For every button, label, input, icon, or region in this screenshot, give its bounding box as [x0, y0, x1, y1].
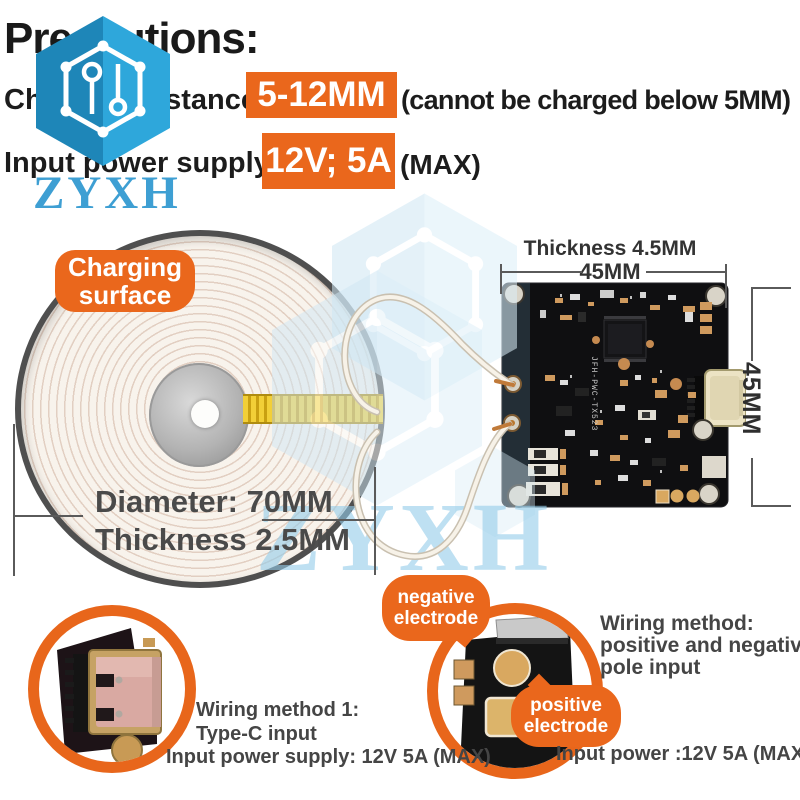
charging-distance-note: (cannot be charged below 5MM): [401, 85, 791, 115]
coil-dimension-line: [13, 515, 83, 517]
coil-wires: [341, 293, 516, 560]
coil-diameter-label: Diameter: 70MM: [95, 484, 333, 519]
input-power-label: Input power supply:: [4, 147, 280, 179]
brand-logo-hexagon-icon: [36, 16, 170, 166]
typec-connector-image: [57, 628, 162, 762]
negative-electrode-callout: negative electrode: [382, 575, 490, 641]
pcb-dimension-line: [751, 287, 753, 361]
pcb-dimension-line: [500, 271, 582, 273]
pcb-height-label: 45MM: [737, 362, 765, 436]
typec-closeup-photo: [28, 605, 196, 773]
charging-surface-tag: Charging surface: [55, 250, 195, 312]
coil-dimension-line: [374, 467, 376, 575]
watermark-hexagon-icon: [455, 447, 535, 538]
coil-dimension-line: [13, 424, 15, 576]
input-power-highlight: 12V; 5A: [262, 133, 395, 189]
charging-distance-value: 5-12MM: [257, 75, 386, 114]
pcb-dimension-line: [751, 505, 791, 507]
pole-wiring-power: Input power :12V 5A (MAX): [556, 743, 800, 765]
pcb-dimension-line: [725, 264, 727, 308]
pcb-silkscreen-text: JFH-PWC-TX523: [589, 356, 598, 431]
watermark-hexagon-icon: [272, 270, 482, 506]
pcb-thickness-label: Thickness 4.5MM: [523, 237, 697, 260]
coil-thickness-label: Thickness 2.5MM: [95, 522, 350, 557]
pcb-board-photo: JFH-PWC-TX523: [501, 282, 746, 508]
typec-wiring-title: Wiring method 1:: [196, 699, 360, 721]
pole-wiring-line2: positive and negative: [600, 634, 800, 657]
coil-center-hole: [191, 400, 219, 428]
pcb-dimension-line: [751, 458, 753, 507]
coil-dimension-line: [262, 519, 376, 521]
input-power-value: 12V; 5A: [265, 141, 392, 180]
watermark-text: ZYXH: [256, 484, 553, 591]
input-power-note: (MAX): [400, 149, 481, 180]
pcb-dimension-line: [751, 287, 791, 289]
typec-wiring-subtitle: Type-C input: [196, 723, 317, 745]
pcb-width-label: 45MM: [579, 259, 641, 284]
pcb-dimension-line: [500, 264, 502, 294]
positive-electrode-callout: positive electrode: [511, 685, 621, 747]
typec-wiring-power: Input power supply: 12V 5A (MAX): [166, 746, 491, 768]
pole-wiring-line3: pole input: [600, 656, 701, 679]
charging-distance-highlight: 5-12MM: [246, 72, 397, 118]
pcb-dimension-line: [646, 271, 726, 273]
brand-name: ZYXH: [33, 167, 181, 219]
pole-wiring-title: Wiring method:: [600, 612, 754, 635]
